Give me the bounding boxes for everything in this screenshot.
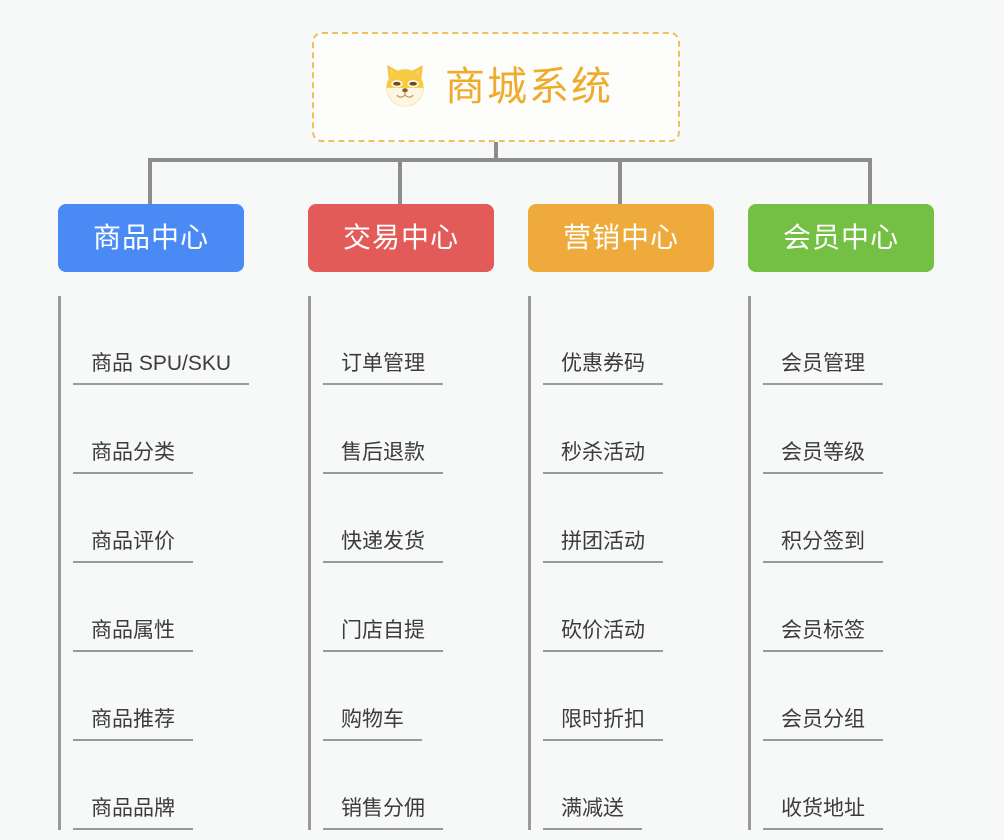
leaf-label: 会员管理 <box>763 351 883 385</box>
leaf-label: 订单管理 <box>323 351 443 385</box>
list-item[interactable]: 满减送 <box>543 741 714 830</box>
list-item[interactable]: 会员标签 <box>763 563 934 652</box>
shiba-dog-face-icon <box>379 61 431 113</box>
list-item[interactable]: 订单管理 <box>323 296 494 385</box>
list-item[interactable]: 会员管理 <box>763 296 934 385</box>
leaf-label: 商品分类 <box>73 440 193 474</box>
leaf-list-4: 会员管理 会员等级 积分签到 会员标签 会员分组 收货地址 <box>748 296 934 830</box>
leaf-label: 商品属性 <box>73 618 193 652</box>
leaf-label: 满减送 <box>543 796 642 830</box>
list-item[interactable]: 优惠券码 <box>543 296 714 385</box>
branch-header-4[interactable]: 会员中心 <box>748 204 934 272</box>
branch-column-1: 商品中心 商品 SPU/SKU 商品分类 商品评价 商品属性 商品推荐 商品品牌 <box>58 204 250 830</box>
list-item[interactable]: 收货地址 <box>763 741 934 830</box>
leaf-label: 限时折扣 <box>543 707 663 741</box>
connector-drop-1 <box>148 158 152 204</box>
leaf-label: 优惠券码 <box>543 351 663 385</box>
leaf-label: 销售分佣 <box>323 796 443 830</box>
connector-root-stem <box>494 142 498 162</box>
list-item[interactable]: 限时折扣 <box>543 652 714 741</box>
list-item[interactable]: 商品 SPU/SKU <box>73 296 250 385</box>
leaf-list-3: 优惠券码 秒杀活动 拼团活动 砍价活动 限时折扣 满减送 <box>528 296 714 830</box>
list-item[interactable]: 门店自提 <box>323 563 494 652</box>
list-item[interactable]: 商品分类 <box>73 385 244 474</box>
root-title: 商城系统 <box>445 65 613 109</box>
leaf-label: 商品推荐 <box>73 707 193 741</box>
leaf-label: 快递发货 <box>323 529 443 563</box>
leaf-label: 砍价活动 <box>543 618 663 652</box>
connector-horizontal-bus <box>150 158 872 162</box>
branch-header-3-label: 营销中心 <box>562 222 679 253</box>
leaf-label: 商品评价 <box>73 529 193 563</box>
leaf-label: 秒杀活动 <box>543 440 663 474</box>
list-item[interactable]: 商品评价 <box>73 474 244 563</box>
list-item[interactable]: 商品品牌 <box>73 741 244 830</box>
branch-column-3: 营销中心 优惠券码 秒杀活动 拼团活动 砍价活动 限时折扣 满减送 <box>528 204 714 830</box>
list-item[interactable]: 会员分组 <box>763 652 934 741</box>
leaf-label: 收货地址 <box>763 796 883 830</box>
leaf-label: 积分签到 <box>763 529 883 563</box>
list-item[interactable]: 销售分佣 <box>323 741 494 830</box>
branch-header-1[interactable]: 商品中心 <box>58 204 244 272</box>
branch-header-4-label: 会员中心 <box>782 222 899 253</box>
leaf-label: 会员等级 <box>763 440 883 474</box>
list-item[interactable]: 快递发货 <box>323 474 494 563</box>
connector-drop-3 <box>618 158 622 204</box>
list-item[interactable]: 商品属性 <box>73 563 244 652</box>
leaf-label: 门店自提 <box>323 618 443 652</box>
leaf-label: 售后退款 <box>323 440 443 474</box>
leaf-label: 商品 SPU/SKU <box>73 351 250 385</box>
list-item[interactable]: 砍价活动 <box>543 563 714 652</box>
branch-header-2[interactable]: 交易中心 <box>308 204 494 272</box>
leaf-label: 会员标签 <box>763 618 883 652</box>
leaf-label: 拼团活动 <box>543 529 663 563</box>
list-item[interactable]: 购物车 <box>323 652 494 741</box>
list-item[interactable]: 售后退款 <box>323 385 494 474</box>
leaf-label: 商品品牌 <box>73 796 193 830</box>
branch-column-2: 交易中心 订单管理 售后退款 快递发货 门店自提 购物车 销售分佣 <box>308 204 494 830</box>
list-item[interactable]: 拼团活动 <box>543 474 714 563</box>
leaf-label: 购物车 <box>323 707 422 741</box>
branch-column-4: 会员中心 会员管理 会员等级 积分签到 会员标签 会员分组 收货地址 <box>748 204 934 830</box>
leaf-list-2: 订单管理 售后退款 快递发货 门店自提 购物车 销售分佣 <box>308 296 494 830</box>
branch-header-1-label: 商品中心 <box>92 222 209 253</box>
leaf-list-1: 商品 SPU/SKU 商品分类 商品评价 商品属性 商品推荐 商品品牌 <box>58 296 250 830</box>
list-item[interactable]: 秒杀活动 <box>543 385 714 474</box>
list-item[interactable]: 积分签到 <box>763 474 934 563</box>
leaf-label: 会员分组 <box>763 707 883 741</box>
list-item[interactable]: 商品推荐 <box>73 652 244 741</box>
connector-drop-4 <box>868 158 872 204</box>
branch-header-3[interactable]: 营销中心 <box>528 204 714 272</box>
branch-header-2-label: 交易中心 <box>342 222 459 253</box>
root-node[interactable]: 商城系统 <box>312 32 680 142</box>
list-item[interactable]: 会员等级 <box>763 385 934 474</box>
connector-drop-2 <box>398 158 402 204</box>
